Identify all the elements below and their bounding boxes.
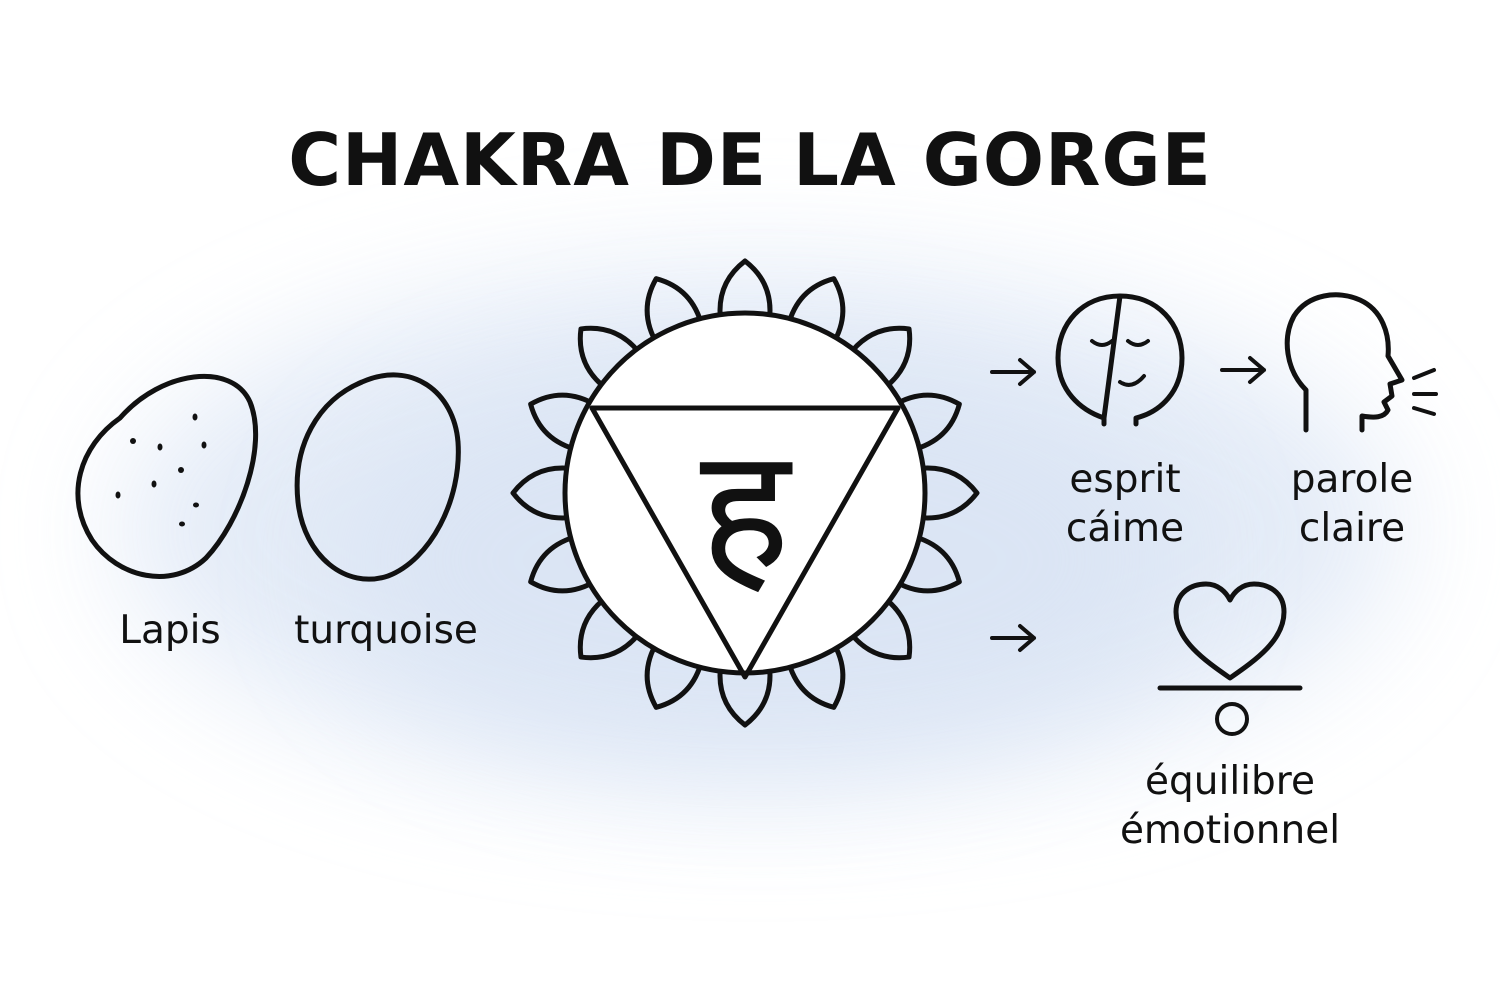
lotus-petal: [577, 593, 645, 661]
stone-label-lapis: Lapis: [119, 608, 221, 653]
benefit-label-clear-speech: parole claire: [1290, 457, 1414, 551]
benefit-label-emotional-balance: équilibre émotionnel: [1119, 759, 1341, 853]
lotus-petal: [845, 593, 913, 661]
stone-label-turquoise: turquoise: [294, 608, 478, 653]
lotus-petal: [644, 638, 705, 710]
lotus-petal: [785, 276, 846, 348]
calm-face-icon: [1055, 293, 1185, 427]
lotus-petal: [890, 392, 962, 453]
lotus-petal: [528, 392, 600, 453]
chakra-lotus-symbol: [510, 258, 980, 728]
lotus-petal: [717, 660, 773, 728]
arrow-icon: [990, 358, 1036, 386]
lotus-petal: [644, 276, 705, 348]
lotus-petal: [890, 533, 962, 594]
turquoise-stone-icon: [294, 372, 461, 582]
lotus-petal: [717, 258, 773, 326]
arrow-icon: [1220, 356, 1266, 384]
lotus-petal: [845, 325, 913, 393]
speaking-head-icon: [1284, 292, 1438, 433]
lotus-petal: [510, 465, 578, 521]
lotus-petal: [577, 325, 645, 393]
lapis-stone-icon: [75, 373, 259, 579]
lotus-petal: [912, 465, 980, 521]
benefit-label-calm-mind: esprit cáime: [1065, 457, 1185, 551]
lotus-petal: [528, 533, 600, 594]
page-title: CHAKRA DE LA GORGE: [288, 118, 1212, 202]
lotus-petals: [510, 258, 980, 728]
arrow-icon: [990, 624, 1036, 652]
chakra-seed-syllable: ह: [699, 411, 791, 609]
lotus-petal: [785, 638, 846, 710]
balanced-heart-icon: [1157, 581, 1303, 736]
lapis-speckles: [115, 413, 207, 527]
